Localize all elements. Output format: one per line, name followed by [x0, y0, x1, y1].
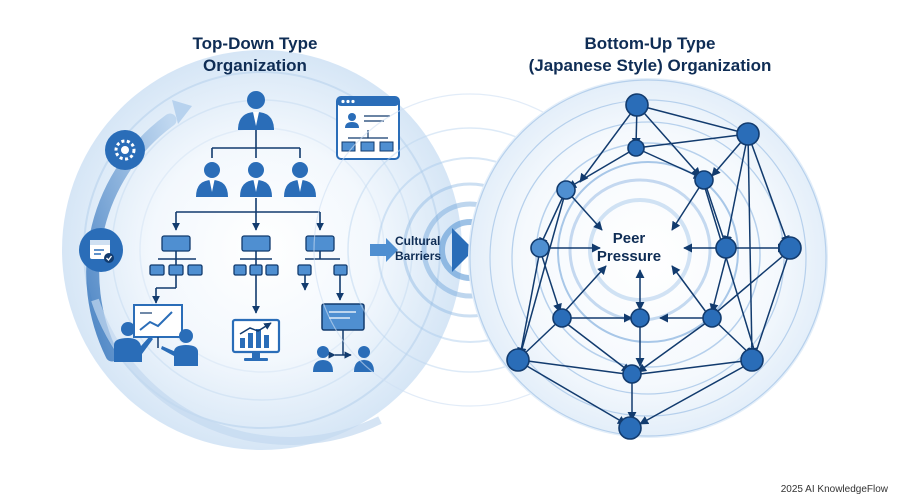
network-node — [694, 170, 714, 190]
network-node — [630, 308, 650, 328]
peer-pressure-label: Peer Pressure — [585, 230, 673, 266]
network-edge — [639, 356, 753, 375]
network-node — [627, 139, 645, 157]
network-node — [506, 348, 530, 372]
network-node — [625, 93, 649, 117]
network-edge — [579, 104, 638, 183]
network-node — [556, 180, 576, 200]
network-edge — [636, 104, 701, 177]
network-edge — [671, 179, 705, 231]
chart-monitor-icon — [231, 318, 281, 361]
network-edge — [567, 147, 637, 189]
executive-icon — [238, 91, 274, 130]
network-edge — [561, 319, 631, 373]
peer-pressure-line1: Peer — [612, 230, 646, 247]
network-edge — [539, 189, 567, 247]
footer-credit: 2025 AI KnowledgeFlow — [780, 484, 888, 495]
network-edge — [636, 104, 749, 137]
manager-icon — [284, 162, 316, 197]
bottom-up-panel — [468, 78, 828, 440]
bottom-up-title: Bottom-Up Type (Japanese Style) Organiza… — [505, 33, 795, 77]
network-edge — [671, 265, 707, 313]
cultural-barriers-label: Cultural Barriers — [395, 234, 459, 264]
network-edge — [635, 133, 749, 152]
network-edge — [519, 356, 627, 375]
cultural-barriers-line1: Cultural — [395, 234, 441, 248]
top-down-title: Top-Down Type Organization — [140, 33, 370, 77]
network-node — [530, 238, 550, 258]
network-edge — [703, 179, 728, 247]
network-edge — [637, 319, 711, 373]
network-edge — [747, 133, 757, 357]
network-node — [618, 416, 642, 440]
presentation-team-icon — [114, 304, 198, 366]
manager-icon — [196, 162, 228, 197]
bottom-up-title-line1: Bottom-Up Type — [584, 34, 716, 53]
network-edge — [709, 249, 729, 313]
network-edge — [517, 189, 567, 357]
network-edge — [639, 361, 753, 425]
network-edges — [517, 104, 791, 425]
top-down-title-line2: Organization — [203, 56, 307, 75]
top-down-title-line1: Top-Down Type — [192, 34, 318, 53]
network-edge — [752, 249, 791, 359]
network-node — [622, 364, 642, 384]
network-node — [778, 236, 802, 260]
network-edge — [539, 249, 562, 313]
network-edge — [723, 133, 749, 245]
network-node — [702, 308, 722, 328]
bottom-up-title-line2: (Japanese Style) Organization — [528, 56, 772, 75]
gear-icon — [105, 130, 145, 170]
calendar-check-icon — [79, 228, 123, 272]
network-node — [740, 348, 764, 372]
network-edge — [747, 133, 790, 245]
department-boxes — [149, 235, 348, 276]
network-nodes — [506, 93, 802, 440]
network-edge — [701, 177, 758, 357]
manager-icon — [240, 162, 272, 197]
network-edge — [565, 265, 607, 311]
org-chart-window-icon — [336, 96, 400, 160]
network-edge — [635, 147, 703, 179]
network-node — [736, 122, 760, 146]
barrier-arrow — [370, 228, 474, 272]
peer-pressure-line2: Pressure — [596, 248, 662, 265]
network-edge — [519, 361, 627, 425]
network-node — [552, 308, 572, 328]
network-edge — [517, 249, 541, 357]
network-node — [715, 237, 737, 259]
top-down-panel — [62, 50, 462, 450]
cycle-arrow-head — [172, 100, 192, 124]
cultural-barriers-line2: Barriers — [395, 249, 442, 263]
hierarchy-lines — [152, 130, 344, 314]
